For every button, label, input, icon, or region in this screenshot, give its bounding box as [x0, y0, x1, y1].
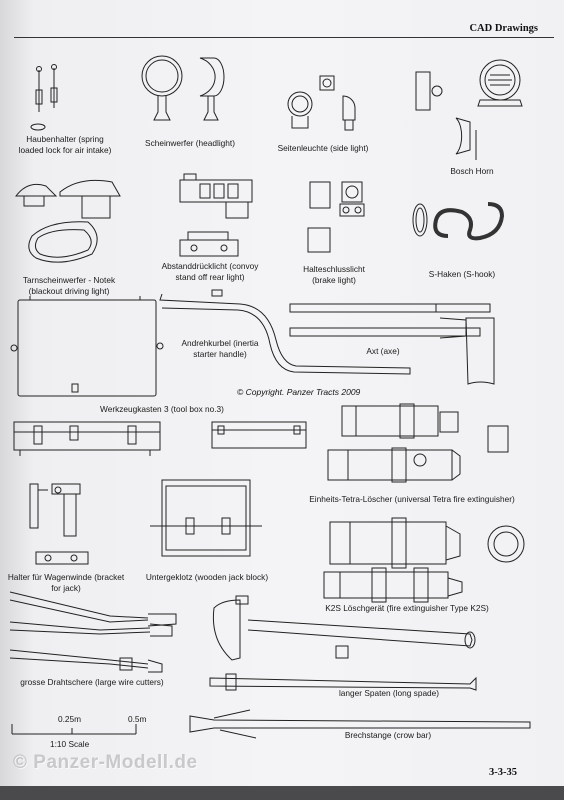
haubenhalter-drawing	[31, 65, 57, 131]
scale-bar	[12, 724, 136, 734]
s-hook-drawing	[413, 204, 502, 238]
starter-handle-drawing	[160, 290, 410, 374]
scale-mark-025: 0.25m	[58, 714, 82, 724]
watermark: © Panzer-Modell.de	[13, 752, 198, 773]
horn-drawing	[416, 60, 522, 160]
page-number: 3-3-35	[489, 767, 517, 778]
label-werkzeugkasten: Werkzeugkasten 3 (tool box no.3)	[100, 404, 224, 414]
label-halter-wagenwinde: Halter für Wagenwinde (bracket for jack)	[7, 572, 125, 593]
axe-drawing	[290, 304, 494, 384]
toolbox-drawing	[11, 296, 306, 456]
wire-cutters-drawing	[10, 592, 176, 672]
convoy-light-drawing	[180, 174, 252, 256]
brake-light-drawing	[308, 182, 364, 252]
notek-drawing	[16, 180, 120, 262]
label-halteschlusslicht: Halteschlusslicht (brake light)	[303, 264, 365, 285]
label-brechstange: Brechstange (crow bar)	[344, 730, 432, 740]
label-k2s: K2S Löschgerät (fire extinguisher Type K…	[325, 603, 489, 613]
headlight-drawing	[142, 56, 224, 120]
scale-mark-05: 0.5m	[128, 714, 147, 724]
jack-block-drawing	[150, 480, 262, 556]
label-drahtschere: grosse Drahtschere (large wire cutters)	[20, 677, 164, 687]
tetra-extinguisher-drawing	[328, 404, 508, 482]
label-bosch-horn: Bosch Horn	[450, 166, 494, 176]
label-s-haken: S-Haken (S-hook)	[428, 269, 496, 279]
header-title: CAD Drawings	[469, 23, 538, 34]
scale-caption: 1:10 Scale	[50, 739, 90, 749]
label-langer-spaten: langer Spaten (long spade)	[338, 688, 440, 698]
long-spade-drawing	[210, 596, 476, 690]
label-einheits-tetra: Einheits-Tetra-Löscher (universal Tetra …	[309, 494, 515, 504]
label-haubenhalter: Haubenhalter (spring loaded lock for air…	[18, 134, 112, 155]
label-axt: Axt (axe)	[366, 346, 400, 356]
jack-bracket-drawing	[30, 484, 88, 564]
copyright-notice: © Copyright. Panzer Tracts 2009	[237, 387, 361, 397]
label-andrehkurbel: Andrehkurbel (inertia starter handle)	[181, 338, 259, 359]
crowbar-drawing	[190, 710, 530, 738]
label-abstanddruecklicht: Abstanddrücklicht (convoy stand off rear…	[161, 261, 259, 282]
label-untergeklotz: Untergeklotz (wooden jack block)	[145, 572, 269, 582]
label-scheinwerfer: Scheinwerfer (headlight)	[145, 138, 235, 148]
header-rule	[14, 37, 554, 38]
page-edge-shadow	[0, 786, 564, 800]
k2s-extinguisher-drawing	[324, 518, 524, 602]
side-light-drawing	[288, 76, 355, 130]
label-seitenleuchte: Seitenleuchte (side light)	[277, 143, 369, 153]
label-tarnscheinwerfer: Tarnscheinwerfer - Notek (blackout drivi…	[22, 275, 116, 296]
